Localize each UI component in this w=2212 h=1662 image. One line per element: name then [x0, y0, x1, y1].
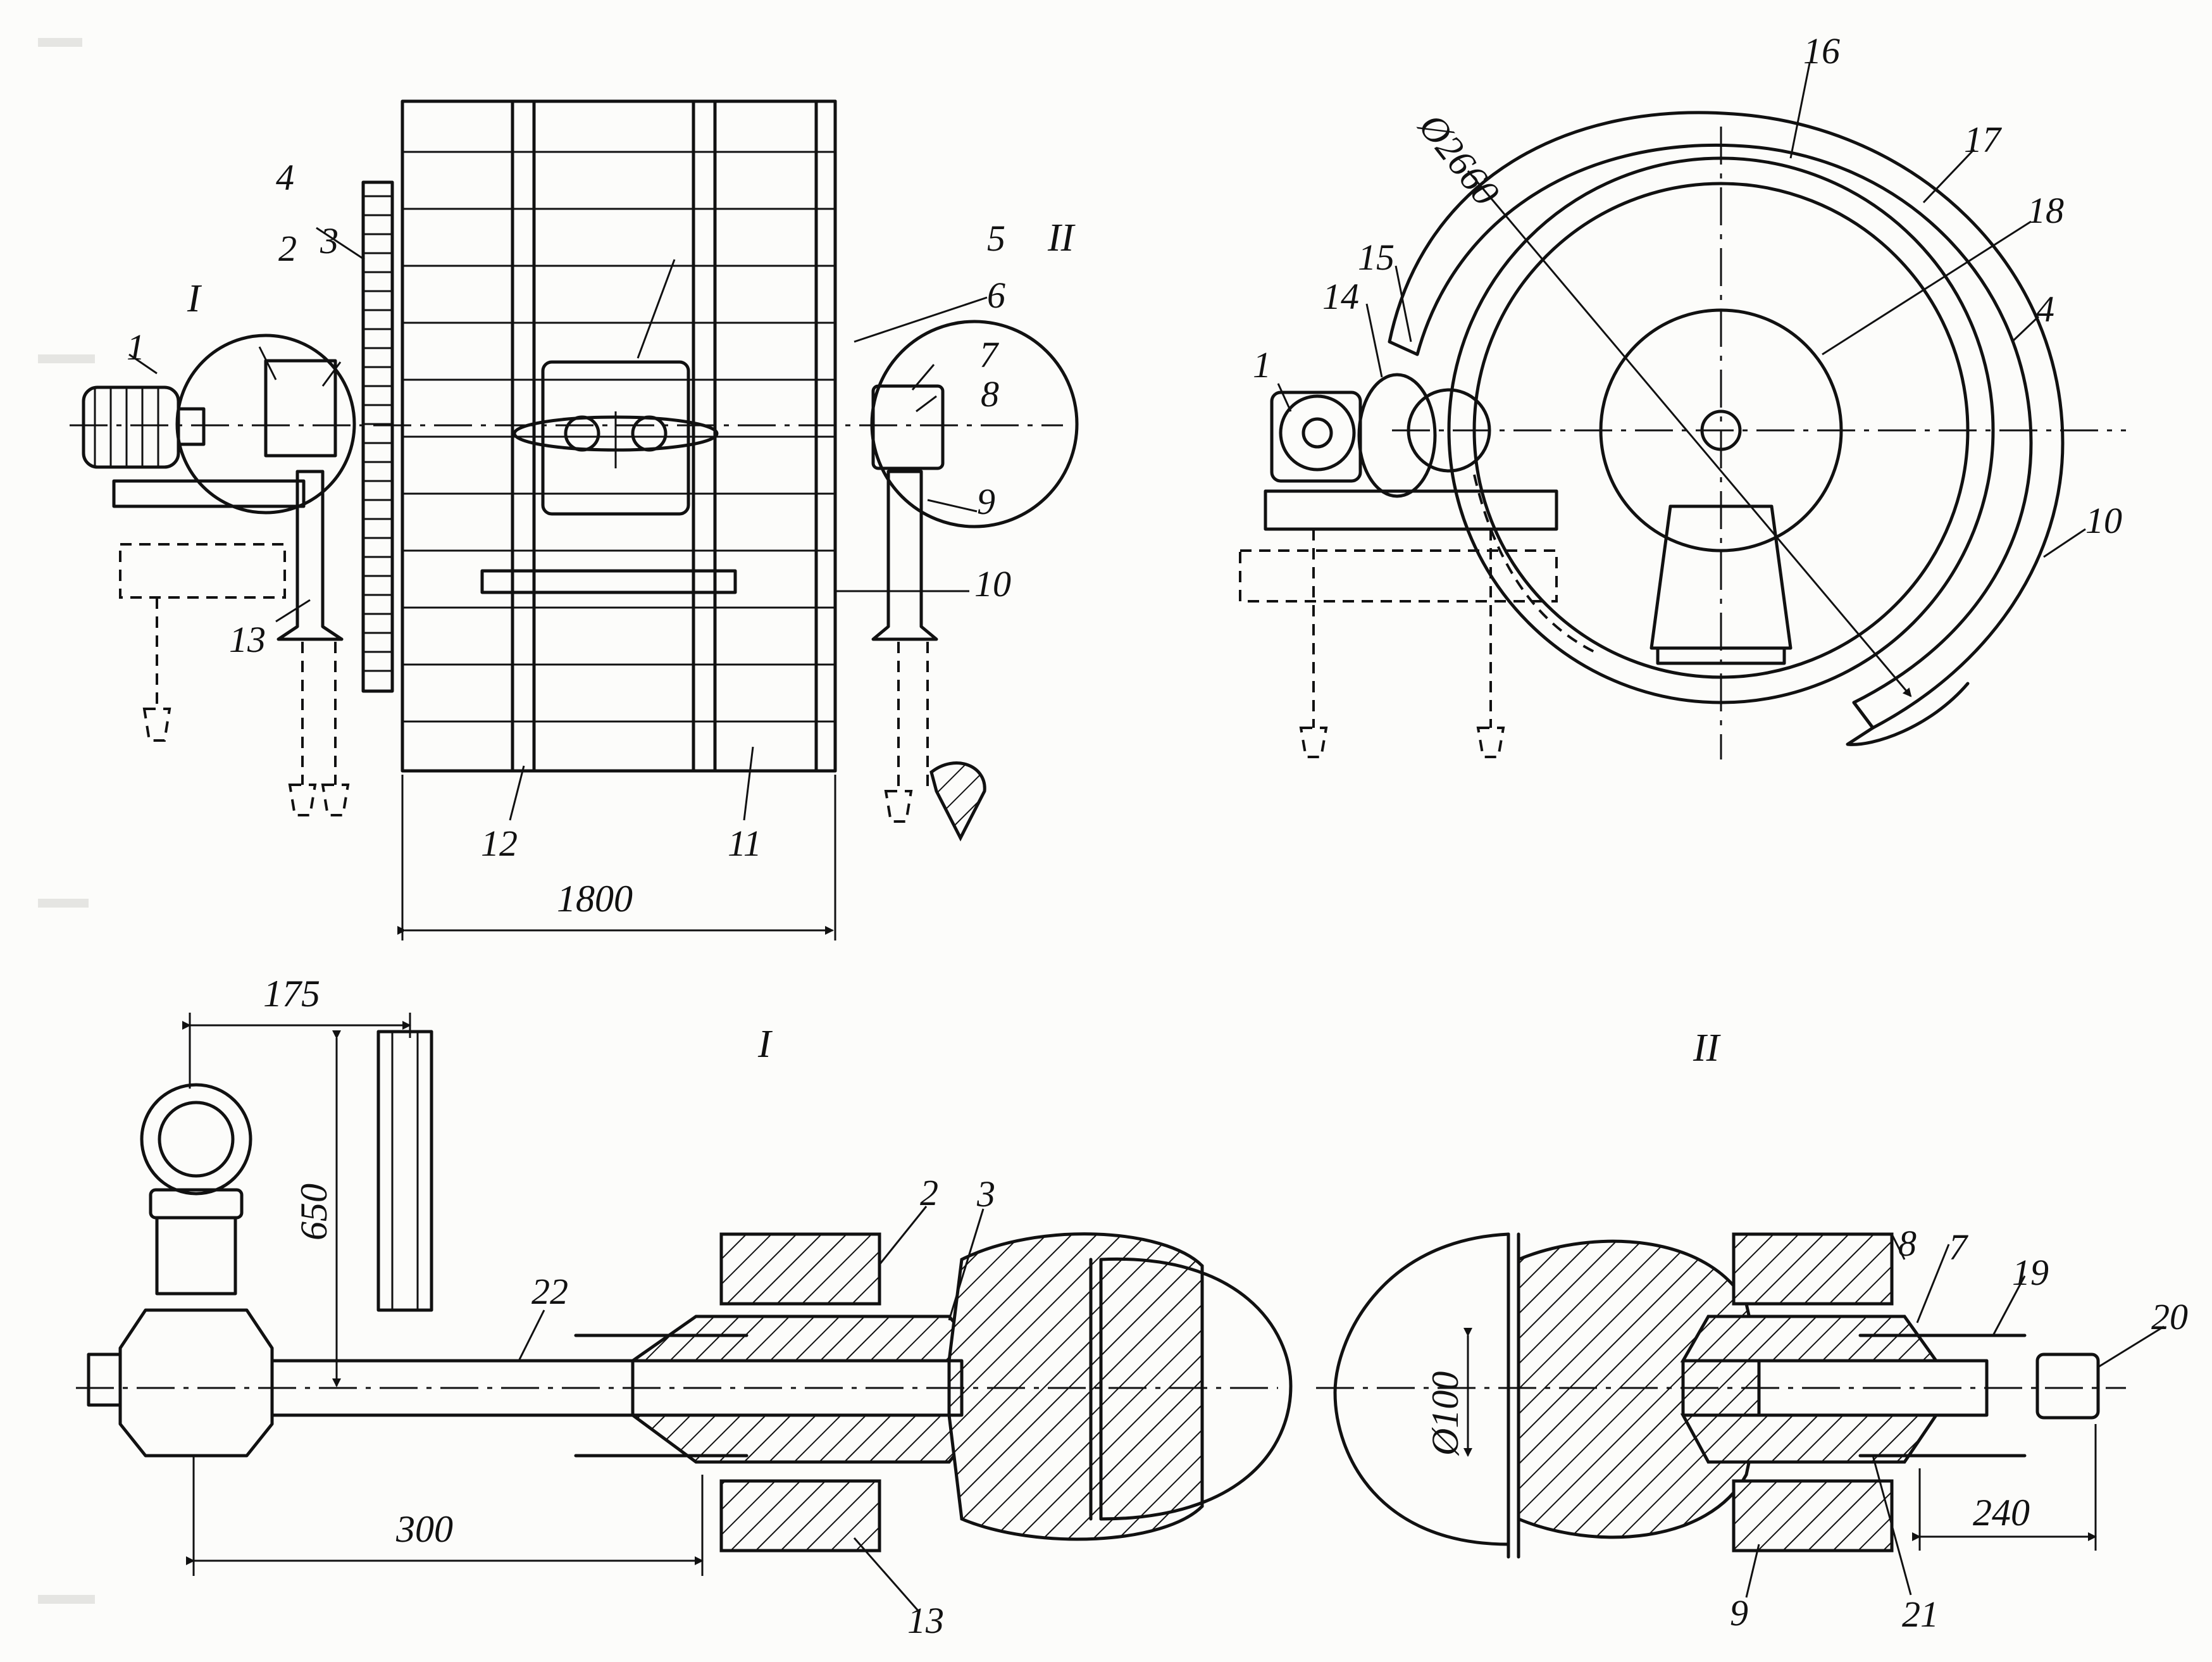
gear-ring	[361, 180, 394, 693]
callout-12-side: 12	[481, 823, 518, 864]
dim-650: 650	[293, 1184, 335, 1240]
callout-18-end: 18	[2027, 190, 2064, 231]
sleeve-7-top	[1680, 1315, 1939, 1363]
dim-2660: Ø2660	[1410, 106, 1507, 213]
callout-4-end: 4	[2036, 289, 2054, 330]
callout-15-end: 15	[1358, 237, 1395, 278]
motor	[82, 385, 180, 469]
callout-2-detail: 2	[920, 1172, 938, 1213]
callout-10-side: 10	[974, 563, 1011, 604]
support-beam	[480, 569, 737, 594]
callout-3-detail: 3	[976, 1173, 995, 1215]
right-pedestal	[871, 470, 938, 641]
detail-I: I 22 175 650	[76, 973, 1293, 1641]
callout-16-end: 16	[1803, 30, 1840, 72]
drum-casing	[1388, 111, 2065, 730]
callout-8-side: 8	[981, 373, 999, 415]
bearing-13	[719, 1479, 881, 1553]
drum-wall-II	[1333, 1232, 1510, 1546]
callout-11-side: 11	[728, 823, 762, 864]
circle-I-mark: I	[187, 277, 202, 320]
elbow	[140, 1083, 252, 1196]
callout-8-detail: 8	[1898, 1223, 1917, 1264]
anchor-weight	[929, 761, 986, 842]
detail-II: II Ø100 240 8 7 19 20 9 21	[1316, 1027, 2188, 1635]
dim-240: 240	[1973, 1492, 2030, 1534]
drum-slats	[402, 151, 835, 723]
callout-21-detail: 21	[1902, 1594, 1939, 1635]
callout-7-side: 7	[979, 334, 999, 375]
casing-lip	[1846, 682, 1970, 746]
callout-13-side: 13	[229, 619, 266, 660]
end-view: Ø2660 1 14 15 16 17 18 4 10	[1239, 30, 2126, 759]
reducer	[264, 359, 337, 458]
background-bleed-text	[38, 38, 95, 1604]
bearing-8	[1732, 1232, 1894, 1306]
tee-fitting	[118, 1308, 274, 1458]
end-frame	[1264, 489, 1558, 531]
callout-6-side: 6	[987, 275, 1005, 316]
callout-5-side: 5	[987, 218, 1005, 259]
vertical-pipe	[376, 1030, 433, 1312]
drum-wall-I	[1099, 1257, 1293, 1521]
bearing-2	[719, 1232, 881, 1306]
detail-circle-II	[870, 320, 1079, 528]
detail-II-mark: II	[1693, 1027, 1722, 1070]
callout-4-side: 4	[276, 157, 294, 198]
callout-9-side: 9	[977, 481, 995, 522]
dim-100: Ø100	[1424, 1371, 1466, 1456]
callout-20-detail: 20	[2151, 1296, 2188, 1337]
circle-II-mark: II	[1047, 216, 1076, 259]
foundation-bolts	[119, 543, 929, 823]
callout-2-side: 2	[278, 228, 297, 269]
callout-19-detail: 19	[2012, 1252, 2049, 1293]
dim-300: 300	[395, 1508, 453, 1550]
callout-22: 22	[531, 1271, 568, 1312]
callout-7-detail: 7	[1949, 1227, 1968, 1268]
detail-I-mark: I	[757, 1023, 773, 1066]
drum-door	[541, 360, 690, 516]
callout-3-side: 3	[320, 220, 339, 261]
callout-9-detail: 9	[1730, 1592, 1748, 1634]
gearbox	[1357, 373, 1437, 498]
end-motor	[1279, 394, 1356, 472]
callout-13-detail: 13	[907, 1600, 944, 1641]
dim-175: 175	[263, 973, 320, 1015]
dim-1800: 1800	[557, 878, 633, 920]
side-view: I II 1800 1 2 3 4 5 6 7 8 9 10 11 12 13	[70, 99, 1079, 940]
bearing-9	[1732, 1479, 1894, 1553]
callout-1-end: 1	[1253, 344, 1271, 385]
detail-circle-I	[175, 334, 356, 515]
trunnion-II	[1517, 1239, 1761, 1539]
cap-20	[2035, 1353, 2100, 1420]
trunnion	[947, 1232, 1204, 1541]
callout-17-end: 17	[1964, 119, 2002, 160]
callout-14-end: 14	[1322, 276, 1359, 317]
sleeve-3-top	[628, 1315, 991, 1363]
callout-1-side: 1	[127, 327, 145, 368]
callout-10-end: 10	[2085, 500, 2122, 541]
frame-base	[112, 479, 306, 508]
